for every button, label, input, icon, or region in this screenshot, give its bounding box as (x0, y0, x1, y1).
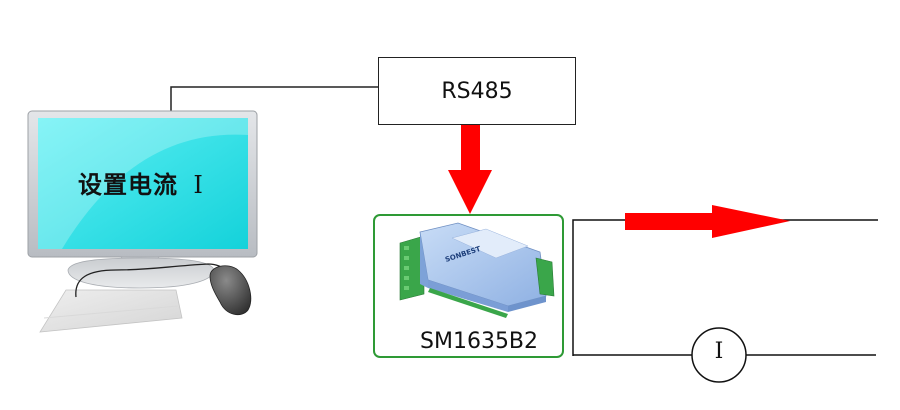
ammeter-circle (691, 327, 747, 383)
current-direction-arrow (625, 205, 790, 238)
ammeter-label: I (714, 339, 724, 364)
mouse-icon (209, 265, 252, 316)
computer-icon (27, 110, 258, 333)
screen-glare (38, 118, 248, 249)
module-name-label: SM1635B2 (420, 329, 539, 354)
module-frame (373, 214, 564, 358)
monitor-screen (38, 118, 248, 249)
set-current-label: 设置电流 (78, 171, 178, 199)
rs485-converter-box: RS485 (378, 57, 576, 125)
rs485-to-pc-cable (170, 86, 378, 116)
keyboard (39, 289, 183, 333)
sm1635b2-device-image: SONBEST (399, 222, 555, 318)
screen-text: 设置电流 I (78, 165, 204, 200)
rs485-label: RS485 (441, 78, 513, 104)
current-symbol: I (193, 171, 204, 199)
down-arrow (448, 125, 492, 214)
